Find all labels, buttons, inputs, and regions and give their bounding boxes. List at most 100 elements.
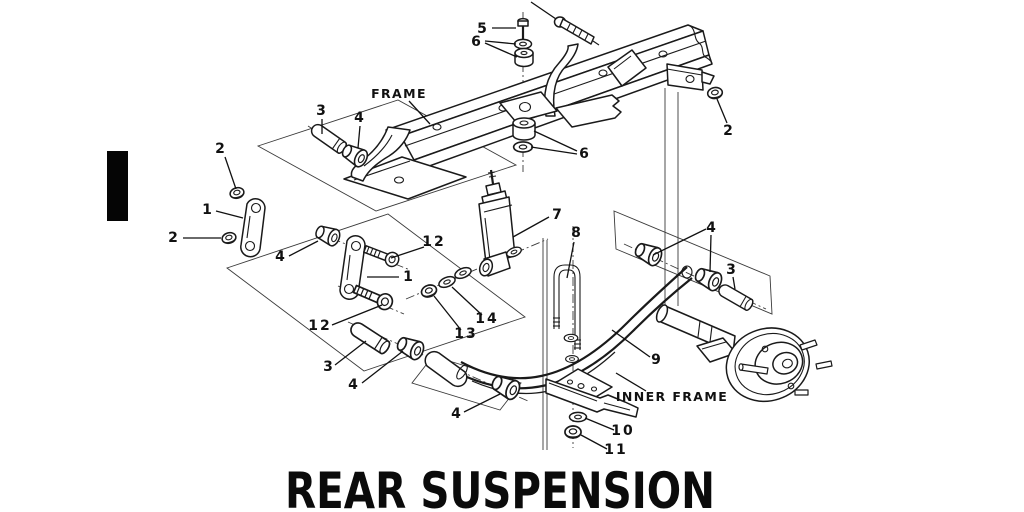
leader-line bbox=[408, 100, 431, 125]
leader-line bbox=[331, 304, 383, 326]
crossmember-bracket bbox=[499, 43, 622, 128]
washer bbox=[565, 354, 579, 364]
callout-number: 2 bbox=[168, 230, 180, 246]
leader-line bbox=[566, 241, 575, 279]
nut-11 bbox=[564, 425, 582, 439]
shock-absorber-7 bbox=[478, 169, 516, 277]
panel-outline bbox=[256, 99, 518, 212]
leader-line bbox=[533, 130, 578, 152]
leader-line bbox=[732, 276, 736, 290]
leader-line bbox=[530, 1, 557, 20]
callout-number: 13 bbox=[454, 326, 477, 342]
leader-line bbox=[357, 125, 361, 149]
spacer-3 bbox=[715, 281, 756, 313]
leader-line bbox=[584, 417, 615, 431]
nut-2 bbox=[228, 185, 246, 201]
leader-line bbox=[451, 286, 483, 316]
leader-line bbox=[215, 210, 244, 219]
rear-hanger-bracket bbox=[666, 63, 715, 91]
callout-number: 1 bbox=[403, 269, 415, 285]
leader-line bbox=[433, 295, 462, 331]
leader-line bbox=[615, 372, 647, 392]
bolt-12 bbox=[351, 280, 396, 313]
leader-line bbox=[361, 350, 404, 384]
washer-6 bbox=[512, 141, 534, 153]
u-bolt-8 bbox=[553, 264, 581, 350]
callout-number: 2 bbox=[215, 141, 227, 157]
callout-number: 1 bbox=[202, 202, 214, 218]
bushing-4 bbox=[312, 221, 343, 249]
callout-number: 14 bbox=[475, 311, 498, 327]
leader-line bbox=[709, 234, 712, 273]
leader-line bbox=[334, 340, 367, 366]
margin-black-bar bbox=[107, 151, 128, 221]
front-hanger-bracket bbox=[343, 126, 467, 200]
shock-mount-plate bbox=[499, 91, 558, 123]
bushing-4 bbox=[393, 332, 427, 363]
leader-line bbox=[611, 329, 651, 358]
part-caption: INNER FRAME bbox=[616, 389, 728, 404]
nut-2 bbox=[220, 230, 238, 246]
callout-number: 6 bbox=[579, 146, 591, 162]
washer bbox=[563, 333, 579, 343]
wheel-stud bbox=[794, 389, 809, 396]
callout-number: 3 bbox=[323, 359, 335, 375]
callout-number: 3 bbox=[316, 103, 328, 119]
leader-line bbox=[716, 98, 728, 124]
spacer-3 bbox=[308, 121, 349, 156]
callout-number: 4 bbox=[706, 220, 718, 236]
callout-number: 9 bbox=[651, 352, 663, 368]
washer-6 bbox=[513, 38, 533, 50]
leader-line bbox=[288, 240, 319, 257]
mounting-stud bbox=[553, 16, 600, 46]
callout-number: 2 bbox=[723, 123, 735, 139]
washer-14 bbox=[436, 273, 458, 291]
bushing-6-lower bbox=[512, 117, 536, 141]
leader-line bbox=[484, 42, 518, 58]
nut-2 bbox=[706, 85, 724, 101]
bolt-5 bbox=[517, 17, 529, 40]
callout-number: 4 bbox=[354, 110, 366, 126]
wheel-stud bbox=[799, 339, 818, 351]
leaf-spring-9 bbox=[424, 265, 693, 395]
bushing-6-upper bbox=[514, 47, 534, 68]
callout-number: 7 bbox=[552, 207, 564, 223]
callout-number: 10 bbox=[611, 423, 634, 439]
leader-line bbox=[224, 156, 237, 190]
figure-title: REAR SUSPENSION bbox=[285, 462, 715, 512]
panel-outline bbox=[613, 210, 773, 315]
leader-line bbox=[463, 393, 501, 413]
inner-frame-bar bbox=[545, 378, 639, 418]
callout-number: 8 bbox=[571, 225, 583, 241]
leader-line bbox=[580, 434, 608, 450]
leader-line bbox=[512, 216, 550, 238]
washer-14 bbox=[452, 264, 474, 282]
leader-line bbox=[530, 146, 578, 155]
callout-number: 3 bbox=[726, 262, 738, 278]
spring-front-segment bbox=[424, 350, 468, 388]
callout-number: 12 bbox=[422, 234, 445, 250]
leader-line bbox=[484, 40, 517, 45]
mount-foot-plate bbox=[555, 94, 622, 128]
callout-number: 6 bbox=[471, 34, 483, 50]
gusset-plate bbox=[607, 49, 647, 87]
shackle-plate-1 bbox=[240, 197, 266, 258]
nut-13 bbox=[418, 282, 440, 300]
leader-line bbox=[390, 246, 425, 259]
callout-number: 4 bbox=[348, 377, 360, 393]
callout-number: 12 bbox=[308, 318, 331, 334]
wheel-stud bbox=[815, 360, 833, 370]
bolt-12 bbox=[361, 241, 402, 270]
frame-end-break bbox=[687, 24, 713, 65]
callout-number: 4 bbox=[451, 406, 463, 422]
callout-number: 4 bbox=[275, 249, 287, 265]
part-caption: FRAME bbox=[371, 86, 427, 101]
washer-10 bbox=[568, 411, 588, 423]
callout-number: 11 bbox=[604, 442, 627, 458]
brake-drum-hub bbox=[725, 327, 833, 403]
bushing-4 bbox=[631, 238, 665, 269]
callout-number: 5 bbox=[477, 21, 489, 37]
